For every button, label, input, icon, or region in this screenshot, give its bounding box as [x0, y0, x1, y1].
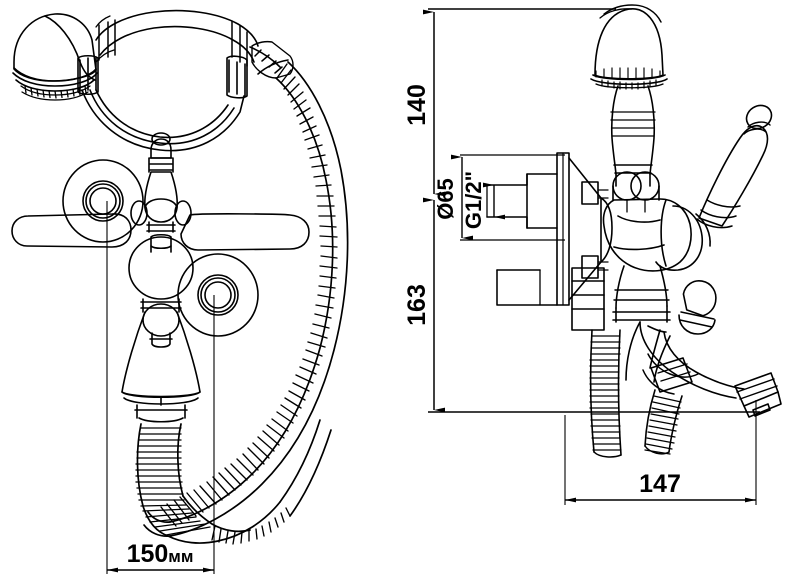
dimension-140	[423, 8, 616, 197]
dimension-147	[564, 400, 757, 505]
shower-head-side	[590, 4, 668, 90]
hose-tails-side	[589, 329, 683, 458]
handle-left	[11, 213, 132, 248]
handle-right	[180, 213, 310, 251]
diverter-knob-side	[678, 280, 717, 335]
dimension-label-147: 147	[639, 470, 681, 498]
lower-inlet-connection	[496, 269, 558, 306]
handle-side	[696, 104, 773, 229]
handle-sleeve-left	[77, 54, 99, 96]
hex-nut-side	[571, 267, 605, 331]
diverter-lever-top	[130, 132, 192, 233]
dimension-label-diameter-65: Ø65	[433, 178, 458, 220]
wall-flange-side	[556, 152, 613, 306]
dimension-label-thread: G1/2"	[461, 171, 486, 229]
dimension-diameter-65	[451, 154, 565, 241]
dimension-label-163: 163	[403, 284, 431, 326]
shower-hose	[143, 40, 349, 537]
handle-sleeve-right	[226, 55, 248, 99]
shower-cradle	[81, 89, 245, 152]
escutcheon-right	[177, 253, 259, 337]
spray-holes	[24, 85, 87, 99]
dimension-label-140: 140	[403, 84, 431, 126]
hose-lower-connector	[135, 419, 332, 545]
front-view	[11, 9, 349, 545]
spout-side	[639, 321, 782, 418]
dimension-163	[423, 197, 760, 413]
hose-ribs	[160, 63, 338, 527]
dimension-label-150: 150мм	[127, 540, 194, 568]
diverter-outlet-side	[625, 321, 699, 395]
dimension-150	[106, 201, 215, 574]
body-neck-side	[612, 265, 671, 323]
side-view	[486, 4, 782, 458]
diverter-stem-side	[610, 85, 656, 187]
spray-holes-side	[601, 79, 657, 90]
hose-lower-ribs	[135, 427, 211, 536]
spout-front	[121, 298, 201, 423]
mixer-body-side	[602, 198, 711, 272]
mixer-body-centre	[128, 233, 194, 300]
